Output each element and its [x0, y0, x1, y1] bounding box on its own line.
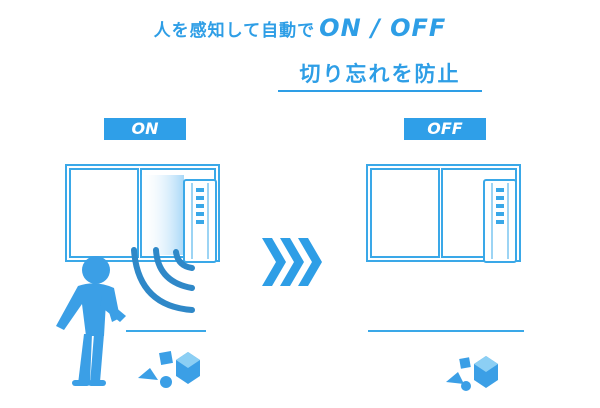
window-on: [65, 164, 220, 262]
headline-on-off: ON / OFF: [319, 14, 447, 42]
toy-blocks-icon-right: [446, 356, 498, 391]
window-off: [366, 164, 521, 262]
subheadline: 切り忘れを防止: [278, 58, 482, 92]
on-label: ON: [104, 118, 186, 140]
chevrons-right-icon: [262, 238, 322, 286]
child-figure: [56, 256, 126, 386]
motion-wave-icon: [131, 247, 195, 313]
off-label: OFF: [404, 118, 486, 140]
headline-text: 人を感知して自動で: [153, 21, 316, 41]
window-air-conditioner-icon: [183, 179, 217, 263]
toy-blocks-icon: [138, 351, 200, 388]
window-air-conditioner-icon-off: [483, 179, 517, 263]
